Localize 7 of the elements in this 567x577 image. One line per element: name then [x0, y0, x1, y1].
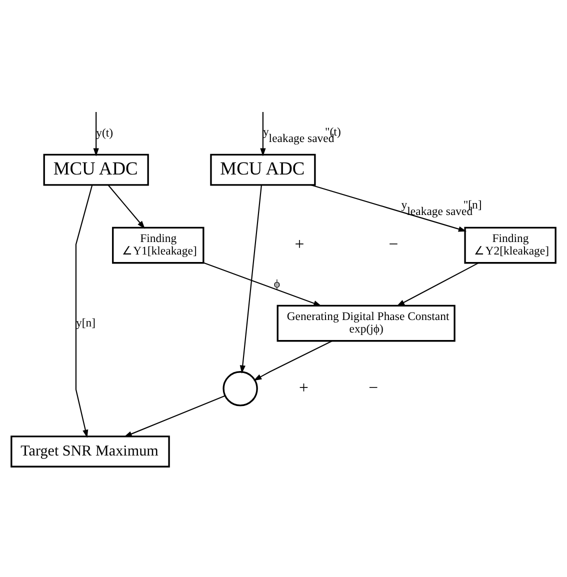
- edge-label: ϕ: [274, 276, 280, 290]
- edge-label: y[n]: [76, 316, 96, 329]
- label: +: [294, 234, 304, 253]
- label: +: [299, 377, 308, 396]
- label: −: [388, 234, 398, 253]
- edge-label: y(t): [96, 126, 114, 139]
- label: −: [368, 377, 378, 396]
